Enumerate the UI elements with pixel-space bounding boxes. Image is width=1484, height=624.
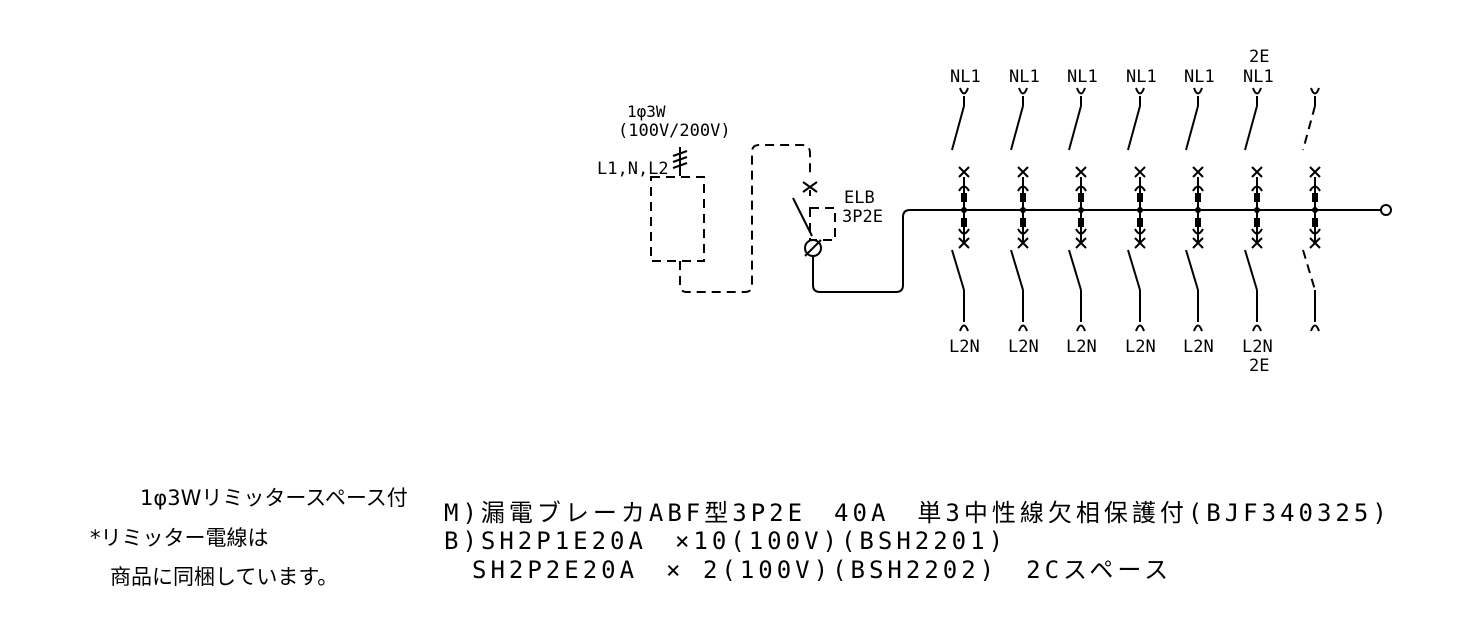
supply-voltage-label: (100V/200V) [618, 121, 731, 141]
branch-top-extra-label: 2E [1249, 47, 1269, 67]
branch-top-label: NL1 [950, 67, 981, 87]
branch-bottom-label: L2N [1125, 337, 1156, 357]
branch-top-label: NL1 [1126, 67, 1157, 87]
main-breaker-poles: 3P2E [842, 207, 883, 227]
main-breaker-symbol [792, 181, 1392, 293]
limiter-space-box [650, 176, 705, 262]
supply-phase-label: 1φ3W [627, 102, 666, 121]
main-breaker-name: ELB [844, 188, 875, 208]
terminal-top [1135, 87, 1145, 95]
trip-mark [1309, 185, 1321, 192]
conductor-ticks [672, 147, 688, 176]
terminal-bottom [1193, 324, 1203, 332]
terminal-bottom [1135, 324, 1145, 332]
supply-lines-label: L1,N,L2 [597, 159, 669, 179]
note-line-3: 商品に同梱しています。 [110, 565, 338, 589]
branch-bottom-extra-label: 2E [1249, 356, 1269, 376]
branch-top-label: NL1 [1009, 67, 1040, 87]
terminal-top [1193, 87, 1203, 95]
branch-bottom-label: L2N [1066, 337, 1097, 357]
terminal-top [1018, 87, 1028, 95]
terminal-bottom [1310, 324, 1320, 332]
branch-bottom-label: L2N [1008, 337, 1039, 357]
branch-top-label: NL1 [1184, 67, 1215, 87]
terminal-bottom [1076, 324, 1086, 332]
terminal-bottom [1252, 324, 1262, 332]
spec-b-line-2: SH2P2E20A × 2(100V)(BSH2202) 2Cスペース [444, 556, 1172, 584]
trip-mark [958, 185, 970, 192]
branch-bottom-label: L2N [949, 337, 980, 357]
note-line-2: *リミッター電線は [90, 526, 269, 550]
trip-mark [1251, 185, 1263, 192]
branch-7 [1302, 87, 1321, 332]
terminal-top [1076, 87, 1086, 95]
trip-mark [1192, 185, 1204, 192]
note-line-1: 1φ3Wリミッタースペース付 [140, 486, 408, 510]
trip-mark [1017, 185, 1029, 192]
branch-top-label: NL1 [1067, 67, 1098, 87]
limiter-wire [679, 144, 811, 293]
terminal-bottom [1018, 324, 1028, 332]
terminal-top [959, 87, 969, 95]
terminal-top [1252, 87, 1262, 95]
terminal-bottom [959, 324, 969, 332]
branch-top-label: NL1 [1243, 67, 1274, 87]
spec-m-line: M)漏電ブレーカABF型3P2E 40A 単3中性線欠相保護付(BJF34032… [444, 499, 1391, 527]
spec-b-line-1: B)SH2P1E20A ×10(100V)(BSH2201) [444, 527, 1007, 555]
terminal-top [1310, 87, 1320, 95]
branch-bottom-label: L2N [1242, 337, 1273, 357]
trip-mark [1134, 185, 1146, 192]
branch-bottom-label: L2N [1183, 337, 1214, 357]
trip-mark [1075, 185, 1087, 192]
